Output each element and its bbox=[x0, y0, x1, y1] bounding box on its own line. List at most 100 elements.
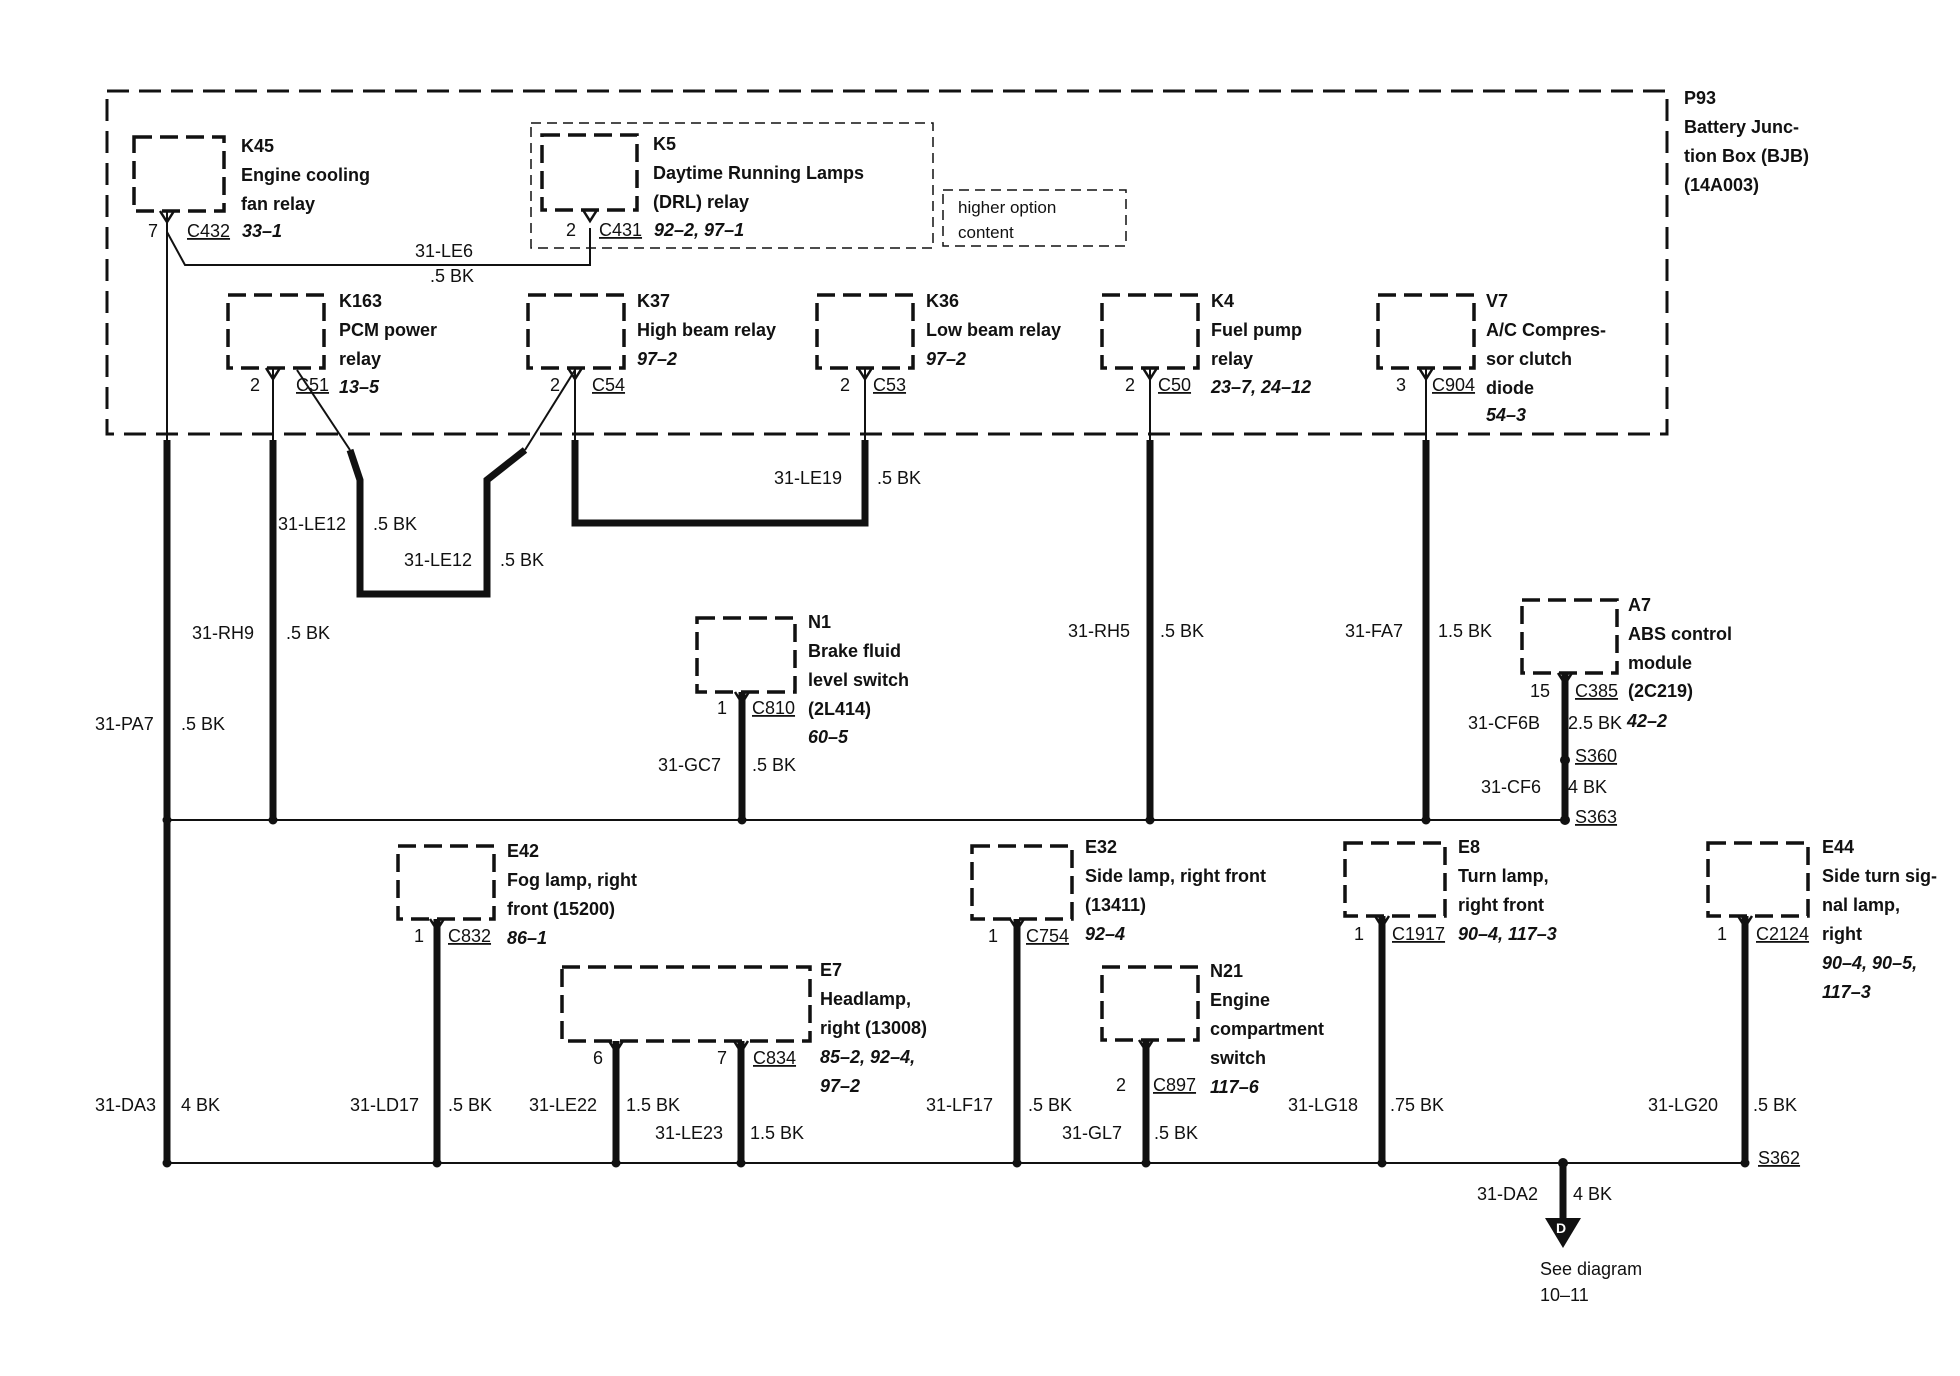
a7-ref: 42–2 bbox=[1626, 711, 1667, 731]
a7-connector: C385 bbox=[1575, 681, 1618, 701]
k163-relay-box bbox=[226, 293, 326, 370]
pin-chevron bbox=[856, 367, 874, 382]
wire-label-31-da2: 31-DA2 bbox=[1477, 1184, 1538, 1204]
junction-dot bbox=[1012, 1158, 1022, 1168]
wire-label-31-gl7: 31-GL7 bbox=[1062, 1123, 1122, 1143]
wire-spec-31-gl7: .5 BK bbox=[1154, 1123, 1198, 1143]
wire-label-31-pa7: 31-PA7 bbox=[95, 714, 154, 734]
reference-letter: D bbox=[1556, 1220, 1566, 1236]
e44-pin: 1 bbox=[1717, 924, 1727, 944]
wire-spec-31-cf6: 4 BK bbox=[1568, 777, 1607, 797]
n1-pin: 1 bbox=[717, 698, 727, 718]
e42-ref: 86–1 bbox=[507, 928, 547, 948]
k163-ref: 13–5 bbox=[339, 377, 380, 397]
option-box bbox=[942, 189, 1127, 247]
n21-ref: 117–6 bbox=[1210, 1077, 1260, 1097]
junction-dot bbox=[1145, 815, 1155, 825]
v7-ref: 54–3 bbox=[1486, 405, 1526, 425]
k45-connector: C432 bbox=[187, 221, 230, 241]
e32-lamp-box bbox=[970, 844, 1074, 921]
e8-pin: 1 bbox=[1354, 924, 1364, 944]
e7-pin-a: 6 bbox=[593, 1048, 603, 1068]
e44-ref: 90–4, 90–5,117–3 bbox=[1822, 953, 1917, 1002]
k37-ref: 97–2 bbox=[637, 349, 677, 369]
junction-dot bbox=[432, 1158, 442, 1168]
wire-label-31-gc7: 31-GC7 bbox=[658, 755, 721, 775]
v7-diode-box bbox=[1376, 293, 1476, 370]
wire-spec-31-da2: 4 BK bbox=[1573, 1184, 1612, 1204]
wire-label-31-le6: 31-LE6 bbox=[415, 241, 473, 261]
pin-chevron bbox=[1417, 367, 1435, 382]
e42-pin: 1 bbox=[414, 926, 424, 946]
k37-connector: C54 bbox=[592, 375, 625, 395]
e7-pin-b: 7 bbox=[717, 1048, 727, 1068]
k5-pin: 2 bbox=[566, 220, 576, 240]
splice-s362-label: S362 bbox=[1758, 1148, 1800, 1168]
e42-connector: C832 bbox=[448, 926, 491, 946]
n21-pin: 2 bbox=[1116, 1075, 1126, 1095]
junction-dot bbox=[611, 1158, 621, 1168]
pin-chevron bbox=[1137, 1039, 1155, 1054]
a7-module-box bbox=[1520, 598, 1619, 675]
e8-lamp-box bbox=[1343, 841, 1447, 918]
k163-connector: C51 bbox=[296, 375, 329, 395]
wire-le12-left-thin bbox=[296, 369, 351, 451]
n21-switch-box bbox=[1100, 965, 1200, 1042]
e42-lamp-box bbox=[396, 844, 496, 921]
wire-label-31-le23: 31-LE23 bbox=[655, 1123, 723, 1143]
k37-pin: 2 bbox=[550, 375, 560, 395]
pin-chevron bbox=[1373, 915, 1391, 930]
wire-31-le12 bbox=[346, 447, 528, 598]
wire-label-31-lg18: 31-LG18 bbox=[1288, 1095, 1358, 1115]
wire-label-31-lf17: 31-LF17 bbox=[926, 1095, 993, 1115]
wire-spec-31-gc7: .5 BK bbox=[752, 755, 796, 775]
k4-connector: C50 bbox=[1158, 375, 1191, 395]
wire-spec-31-le12-a: .5 BK bbox=[373, 514, 417, 534]
wire-label-31-rh5: 31-RH5 bbox=[1068, 621, 1130, 641]
a7-part: (2C219) bbox=[1628, 681, 1693, 701]
v7-pin: 3 bbox=[1396, 375, 1406, 395]
wire-label-31-cf6b: 31-CF6B bbox=[1468, 713, 1540, 733]
wire-spec-31-lf17: .5 BK bbox=[1028, 1095, 1072, 1115]
k5-option-outline bbox=[530, 122, 934, 249]
pin-chevron bbox=[1556, 672, 1574, 687]
wire-spec-31-rh5: .5 BK bbox=[1160, 621, 1204, 641]
wire-label-31-cf6: 31-CF6 bbox=[1481, 777, 1541, 797]
k4-pin: 2 bbox=[1125, 375, 1135, 395]
wire-spec-31-le19: .5 BK bbox=[877, 468, 921, 488]
pin-chevron bbox=[1736, 915, 1754, 930]
wire-spec-31-cf6b: 2.5 BK bbox=[1568, 713, 1622, 733]
wire-label-31-le19: 31-LE19 bbox=[774, 468, 842, 488]
reference-triangle bbox=[1545, 1218, 1581, 1248]
wire-spec-31-ld17: .5 BK bbox=[448, 1095, 492, 1115]
k4-ref: 23–7, 24–12 bbox=[1210, 377, 1311, 397]
k37-relay-box bbox=[526, 293, 626, 370]
splice-s360-dot bbox=[1560, 755, 1570, 765]
k36-relay-box bbox=[815, 293, 915, 370]
wire-label-31-ld17: 31-LD17 bbox=[350, 1095, 419, 1115]
junction-dot bbox=[162, 815, 172, 825]
wire-31-le6 bbox=[166, 211, 591, 266]
wire-le12-right-thin bbox=[524, 369, 576, 451]
pin-chevron bbox=[732, 1040, 750, 1055]
v7-connector: C904 bbox=[1432, 375, 1475, 395]
junction-dot bbox=[737, 815, 747, 825]
k5-relay-box bbox=[540, 133, 639, 212]
wire-31-le19 bbox=[571, 440, 869, 527]
e8-connector: C1917 bbox=[1392, 924, 1445, 944]
junction-dot bbox=[1740, 1158, 1750, 1168]
pin-chevron bbox=[264, 367, 282, 382]
